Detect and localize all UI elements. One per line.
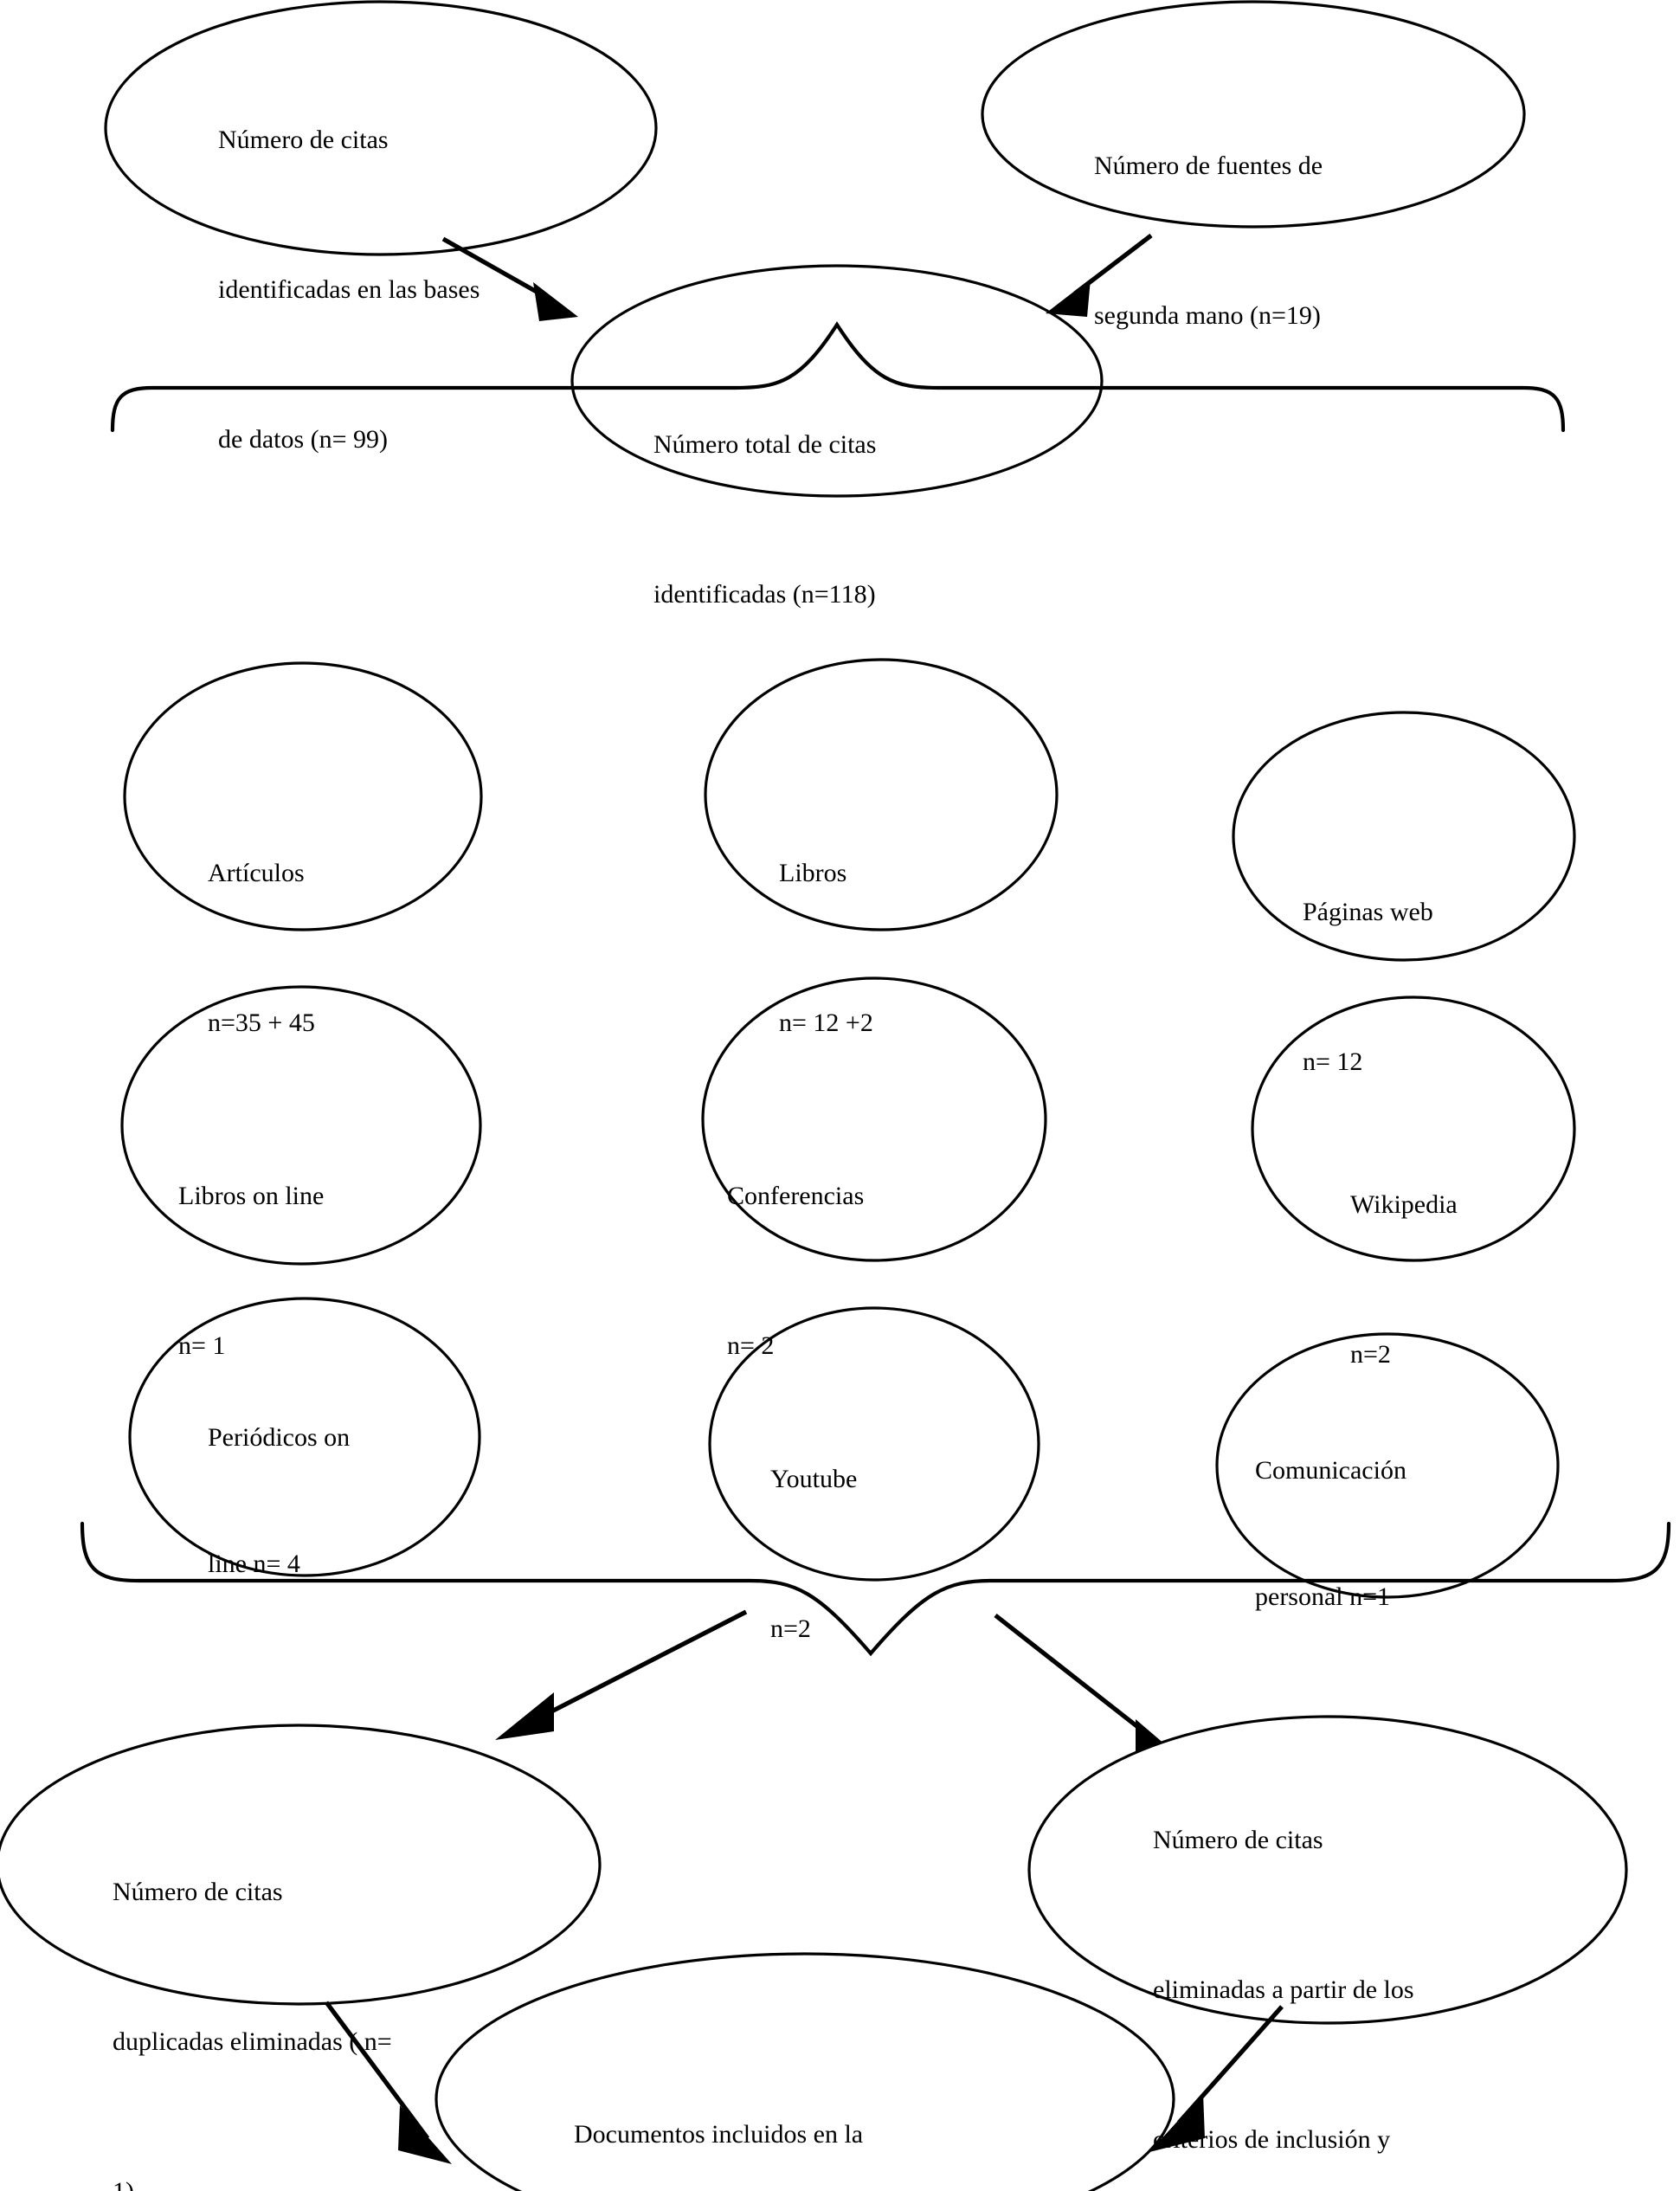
brace-top	[110, 321, 1566, 433]
brace-bottom	[80, 1521, 1671, 1657]
ellipse-books	[704, 658, 1059, 931]
ellipse-wikipedia	[1251, 996, 1576, 1262]
arrow-excluded-to-included	[1149, 2005, 1284, 2152]
arrow-db-to-total	[441, 236, 578, 321]
ellipse-identified-databases	[104, 0, 658, 256]
ellipse-included-review	[434, 1952, 1175, 2191]
ellipse-newspapers-online	[128, 1297, 481, 1577]
arrow-brace-to-duplicates	[495, 1609, 748, 1740]
ellipse-excluded-criteria	[1027, 1715, 1628, 2025]
arrow-second-to-total	[1046, 233, 1153, 317]
ellipse-conferences	[701, 976, 1047, 1262]
ellipse-personal-communication	[1215, 1332, 1560, 1599]
ellipse-total-identified	[570, 264, 1104, 498]
arrow-duplicates-to-included	[324, 2001, 452, 2164]
ellipse-duplicates-removed	[0, 1724, 602, 2006]
ellipse-youtube	[708, 1306, 1040, 1582]
ellipse-articles	[123, 661, 483, 931]
ellipse-books-online	[120, 985, 482, 1266]
ellipse-web-pages	[1232, 711, 1576, 962]
ellipse-second-hand-sources	[981, 0, 1526, 229]
